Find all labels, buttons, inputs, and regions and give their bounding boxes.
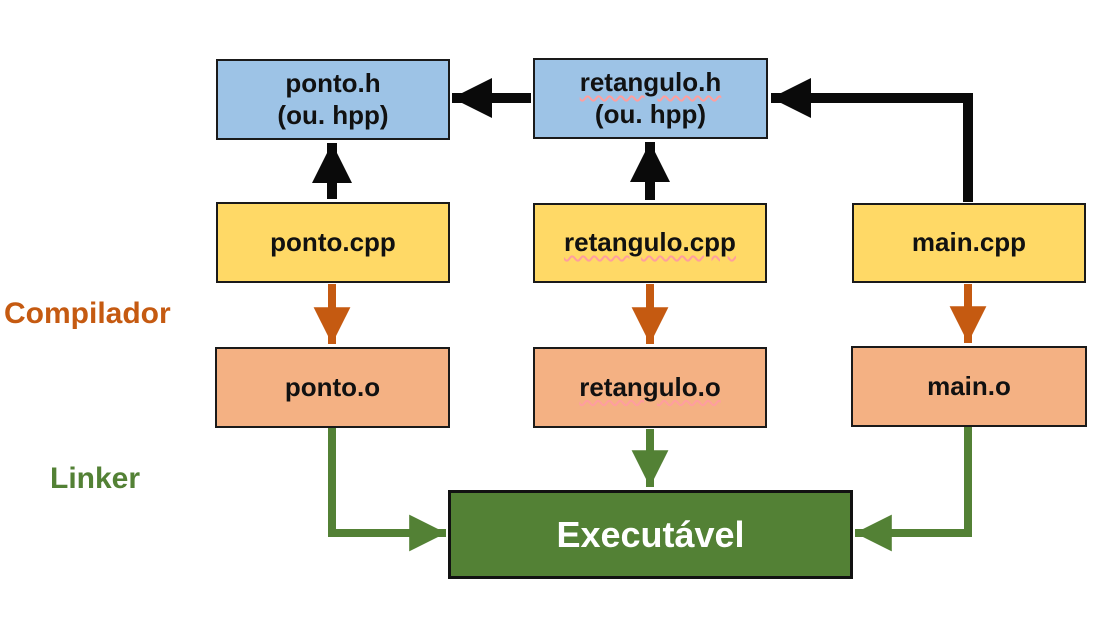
node-label: retangulo.h xyxy=(579,66,722,97)
node-label: retangulo.cpp xyxy=(564,227,736,258)
node-main-o: main.o xyxy=(851,346,1087,427)
arrow-main-cpp-to-retangulo-h xyxy=(771,78,973,202)
stage-label-compilador: Compilador xyxy=(4,297,171,330)
node-ponto-o: ponto.o xyxy=(215,347,450,428)
node-label: retangulo.o xyxy=(579,371,721,402)
arrow-main-o-to-executavel xyxy=(855,427,972,552)
arrow-ponto-o-to-executavel xyxy=(328,428,446,552)
node-label: main.cpp xyxy=(911,227,1027,258)
node-sublabel: (ou. hpp) xyxy=(277,99,389,130)
node-ponto-h: ponto.h (ou. hpp) xyxy=(216,59,450,140)
node-label: ponto.h xyxy=(285,67,381,98)
node-retangulo-cpp: retangulo.cpp xyxy=(533,203,767,283)
node-label: ponto.cpp xyxy=(270,226,396,257)
node-ponto-cpp: ponto.cpp xyxy=(216,202,450,283)
node-label: Executável xyxy=(556,513,745,555)
node-label: ponto.o xyxy=(284,371,381,402)
node-retangulo-h: retangulo.h (ou. hpp) xyxy=(533,58,768,139)
node-main-cpp: main.cpp xyxy=(852,203,1086,283)
node-executavel: Executável xyxy=(448,490,853,579)
node-sublabel: (ou. hpp) xyxy=(594,98,707,129)
stage-label-linker: Linker xyxy=(50,462,141,495)
node-retangulo-o: retangulo.o xyxy=(533,347,767,428)
node-label: main.o xyxy=(927,370,1011,401)
